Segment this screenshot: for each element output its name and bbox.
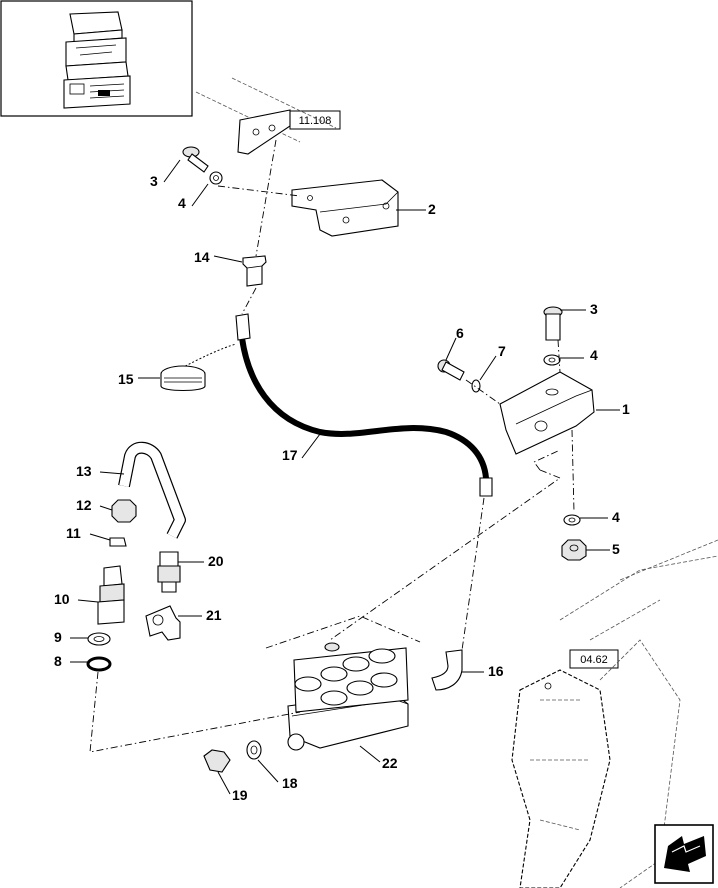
washer-4-right-lower [563,514,581,526]
bolt-6 [437,359,465,381]
hose-17 [235,313,493,497]
callout-19: 19 [232,787,248,803]
callout-9: 9 [54,629,62,645]
bracket-2 [291,179,399,237]
ref-top-label: 11.108 [299,115,332,127]
o-ring-8 [86,656,112,672]
callout-16: 16 [488,663,504,679]
callout-2: 2 [428,201,436,217]
callout-3-right: 3 [590,301,598,317]
callout-10: 10 [54,591,70,607]
washer-9 [87,632,111,646]
reference-box-top: 11.108 [289,110,341,130]
callout-labels: 3 4 2 14 15 17 6 7 3 4 1 4 5 13 12 11 20… [54,173,630,803]
callout-5: 5 [612,541,620,557]
nut-5 [561,539,587,561]
bolt-3-top [182,146,209,173]
washer-4-top [209,171,223,185]
callout-4-top: 4 [178,195,186,211]
previous-page-arrow-icon[interactable] [654,824,714,884]
dust-cap-15 [160,343,237,392]
callout-17: 17 [282,447,298,463]
bolt-3-right [543,306,563,341]
leaders [70,159,620,795]
callout-18: 18 [282,775,298,791]
fitting-20 [157,551,181,593]
thumbnail-frame [0,0,193,117]
ref-right-label: 04.62 [580,654,608,666]
washer-7 [471,379,481,393]
callout-6: 6 [456,325,464,341]
washer-4-right-upper [543,354,561,366]
frame-rail-top [195,77,337,155]
callout-15: 15 [118,371,134,387]
callout-20: 20 [208,553,224,569]
tube-13 [118,441,186,539]
fitting-14 [242,255,267,287]
elbow-21 [145,605,181,641]
reference-box-right: 04.62 [569,649,619,669]
callout-4-right-upper: 4 [590,347,598,363]
adapter-10 [97,565,125,625]
callout-22: 22 [382,755,398,771]
callout-13: 13 [76,463,92,479]
olive-11 [109,537,127,547]
loader-frame [511,539,718,888]
nut-12 [111,499,137,523]
plug-19 [203,749,231,773]
callout-7: 7 [498,343,506,359]
callout-12: 12 [76,497,92,513]
callout-14: 14 [194,249,210,265]
routing-lines [89,139,575,753]
callout-3-top: 3 [150,173,158,189]
callout-1: 1 [622,401,630,417]
callout-8: 8 [54,653,62,669]
elbow-16 [431,649,463,691]
bracket-1 [499,371,595,455]
engine-assembly-thumbnail [63,11,131,109]
callout-21: 21 [206,607,222,623]
washer-18 [246,740,262,760]
callout-11: 11 [66,525,81,541]
callout-4-right-lower: 4 [612,509,620,525]
distribution-block-22 [287,642,409,751]
